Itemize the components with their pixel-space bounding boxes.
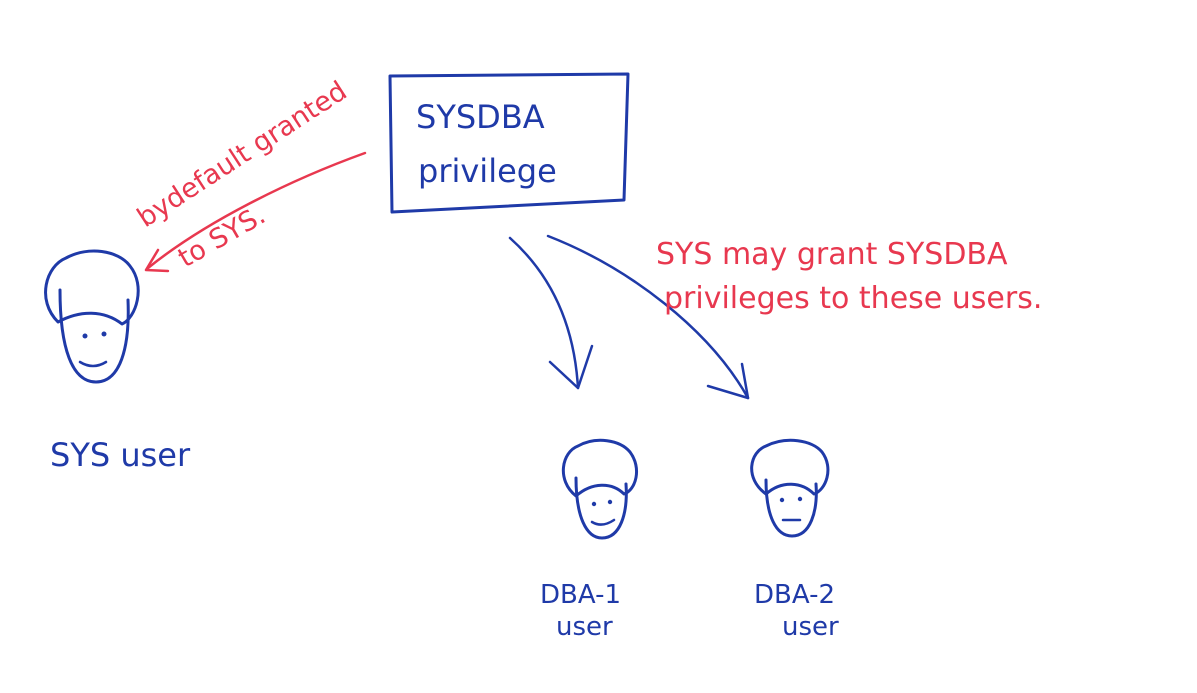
- sys-user-avatar: [44, 249, 140, 384]
- sys-user-eye-right: [101, 331, 107, 337]
- dba2-user-eye-right: [797, 496, 803, 502]
- dba2-user-hair: [750, 438, 830, 496]
- dba1-arrow: [508, 236, 594, 390]
- dba1-arrow-head: [548, 344, 594, 390]
- dba1-arrow-line: [508, 236, 580, 390]
- privilege-box-title: SYSDBA: [416, 98, 545, 136]
- dba1-user-avatar: [561, 438, 639, 540]
- sys-user-face: [58, 288, 130, 384]
- sys-grant-arrow: [144, 151, 367, 273]
- privilege-box: SYSDBA privilege: [388, 72, 630, 214]
- dba1-user-mouth: [590, 518, 616, 526]
- dba2-user-label-line1: DBA-2: [754, 580, 835, 610]
- dba2-arrow-line: [546, 234, 750, 400]
- privilege-box-border: [388, 72, 630, 214]
- dba1-user-label-line2: user: [556, 612, 613, 642]
- sys-user-eye-left: [82, 333, 88, 339]
- dba2-user-face: [764, 478, 818, 538]
- sys-user-mouth: [78, 360, 108, 368]
- sys-user-label: SYS user: [50, 436, 191, 474]
- privilege-box-subtitle: privilege: [418, 152, 557, 190]
- dba2-user-label-line2: user: [782, 612, 839, 642]
- dba1-user-hair: [561, 438, 639, 498]
- sys-grant-arrow-line: [146, 151, 367, 270]
- dba2-arrow: [546, 234, 750, 400]
- grant-note-line1: SYS may grant SYSDBA: [656, 237, 1008, 272]
- grant-note-line2: privileges to these users.: [664, 281, 1042, 316]
- dba2-user-avatar: [750, 438, 830, 538]
- dba1-user-eye-right: [607, 499, 613, 505]
- dba1-user-label-line1: DBA-1: [540, 580, 621, 610]
- dba2-user-eye-left: [779, 497, 785, 503]
- sys-user-hair: [44, 249, 140, 326]
- dba1-user-eye-left: [591, 501, 597, 507]
- dba1-user-face: [574, 476, 628, 540]
- sys-grant-arrow-head: [144, 248, 170, 273]
- dba2-arrow-head: [706, 362, 750, 400]
